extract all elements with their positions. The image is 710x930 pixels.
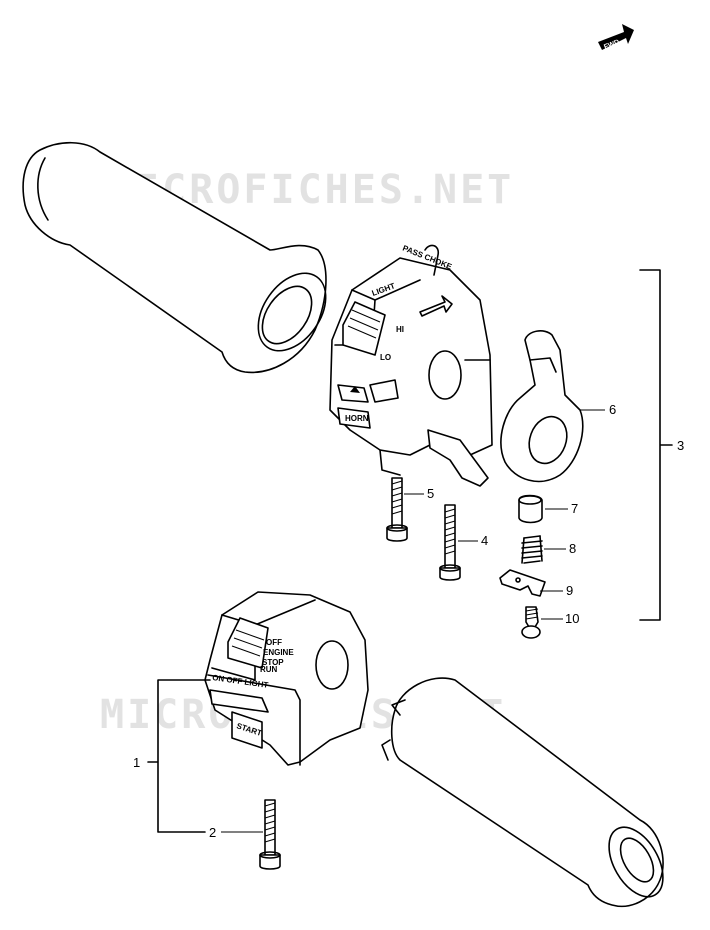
lo-label: LO [380, 353, 391, 362]
right-grip [381, 677, 664, 907]
engine-label: ENGINE [263, 648, 294, 657]
callout-3: 3 [677, 438, 684, 453]
fwd-arrow-icon: FWD [598, 24, 634, 51]
part-10-screw [521, 606, 541, 639]
part-4-screw [439, 504, 461, 581]
callout-10: 10 [565, 611, 579, 626]
part-7-cap [518, 494, 543, 524]
stop-label: STOP [262, 658, 284, 667]
left-grip [22, 141, 327, 374]
bracket-3 [639, 269, 673, 621]
horn-label: HORN [345, 414, 369, 423]
callout-6: 6 [609, 402, 616, 417]
callout-8: 8 [569, 541, 576, 556]
left-switch-housing: OFF ENGINE STOP RUN ON OFF LIGHT START [204, 591, 369, 766]
right-switch-housing: LIGHT PASS CHOKE HI LO HORN [329, 244, 493, 487]
part-2-screw [259, 799, 281, 870]
part-6-cam [500, 330, 584, 483]
run-label: RUN [260, 665, 278, 674]
callout-2: 2 [209, 825, 216, 840]
part-5-screw [386, 477, 408, 542]
callout-9: 9 [566, 583, 573, 598]
callout-7: 7 [571, 501, 578, 516]
callout-4: 4 [481, 533, 488, 548]
callout-5: 5 [427, 486, 434, 501]
hi-label: HI [396, 325, 404, 334]
off-label: OFF [266, 638, 282, 647]
part-9-plate [499, 569, 546, 597]
bracket-1 [147, 679, 211, 833]
callout-1: 1 [133, 755, 140, 770]
leader-lines [221, 409, 605, 833]
part-8-spring [521, 535, 543, 564]
